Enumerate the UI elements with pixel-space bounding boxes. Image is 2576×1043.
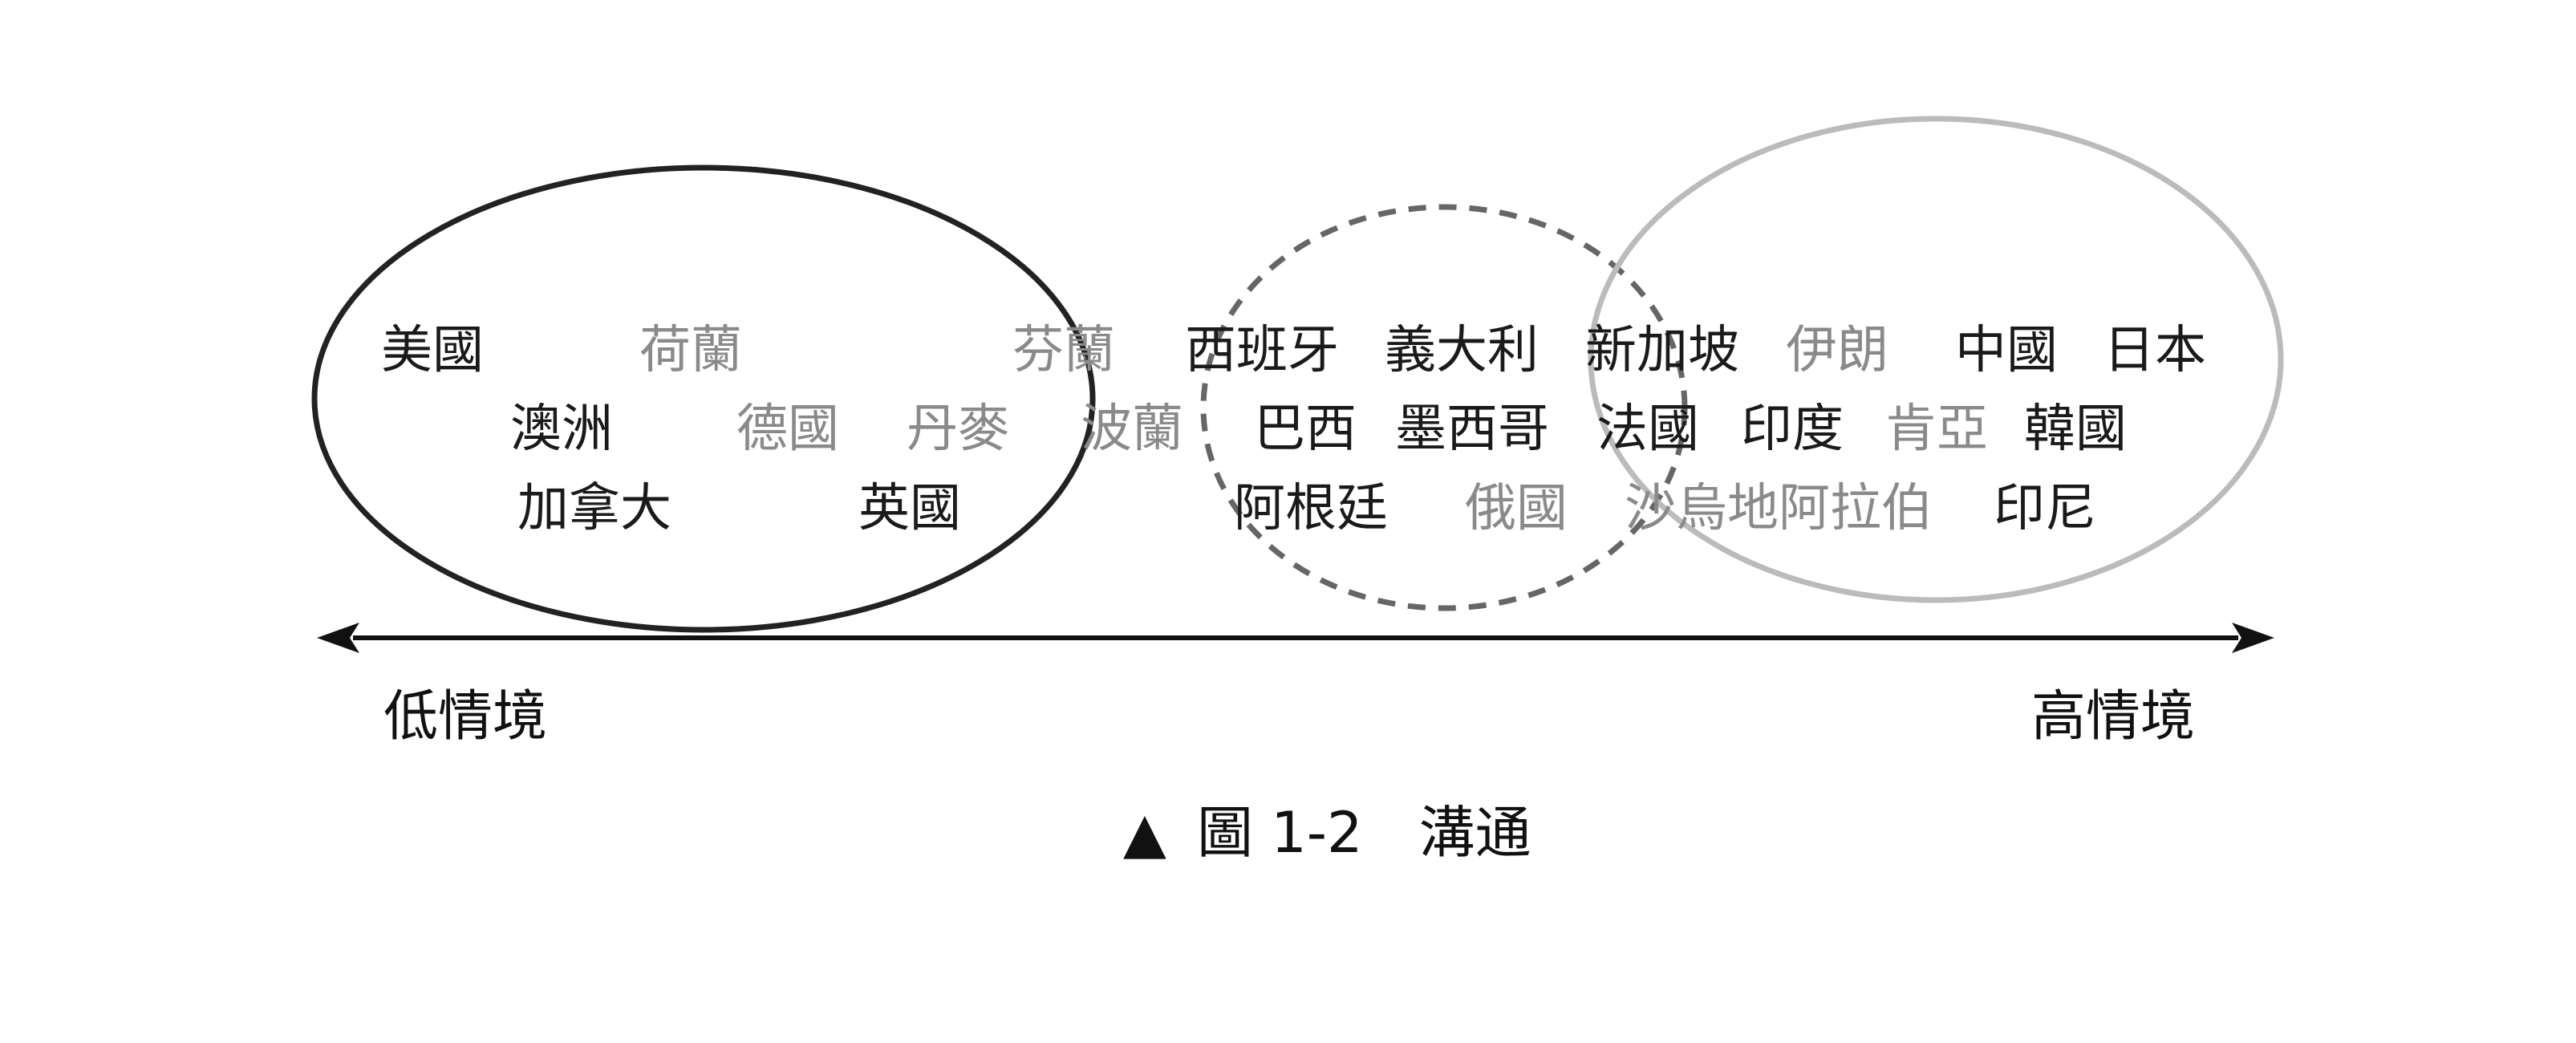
country-label: 印度 (1741, 400, 1844, 459)
country-label: 印尼 (1994, 479, 2096, 538)
country-label: 義大利 (1385, 321, 1539, 380)
mid-context-ellipse (1200, 204, 1688, 611)
country-label: 美國 (381, 321, 484, 380)
country-label: 韓國 (2024, 400, 2127, 459)
country-label: 阿根廷 (1234, 479, 1388, 538)
low-context-ellipse (311, 164, 1096, 633)
country-label: 日本 (2103, 321, 2206, 380)
figure-caption: 圖 1-2 溝通 (1197, 800, 1531, 866)
country-label: 肯亞 (1885, 400, 1988, 459)
country-label: 澳洲 (510, 400, 613, 459)
country-label: 中國 (1955, 321, 2058, 380)
country-label: 荷蘭 (639, 321, 742, 380)
country-label: 德國 (736, 400, 839, 459)
country-label: 加拿大 (517, 479, 671, 538)
axis-left-arrowhead (317, 623, 359, 653)
country-label: 法國 (1596, 400, 1699, 459)
country-label: 墨西哥 (1395, 400, 1549, 459)
country-label: 西班牙 (1185, 321, 1339, 380)
country-label: 波蘭 (1081, 400, 1183, 459)
country-label: 丹麥 (907, 400, 1009, 459)
country-label: 俄國 (1465, 479, 1568, 538)
country-label: 沙烏地阿拉伯 (1625, 479, 1933, 538)
axis-right-arrowhead (2232, 623, 2274, 653)
caption-triangle-icon: ▲ (1123, 800, 1166, 866)
country-label: 英國 (858, 479, 961, 538)
country-label: 芬蘭 (1012, 321, 1115, 380)
low-context-label: 低情境 (383, 685, 547, 749)
country-label: 新加坡 (1585, 321, 1739, 380)
high-context-label: 高情境 (2031, 685, 2195, 749)
country-label: 巴西 (1254, 400, 1357, 459)
high-context-ellipse (1588, 116, 2284, 603)
country-label: 伊朗 (1786, 321, 1888, 380)
